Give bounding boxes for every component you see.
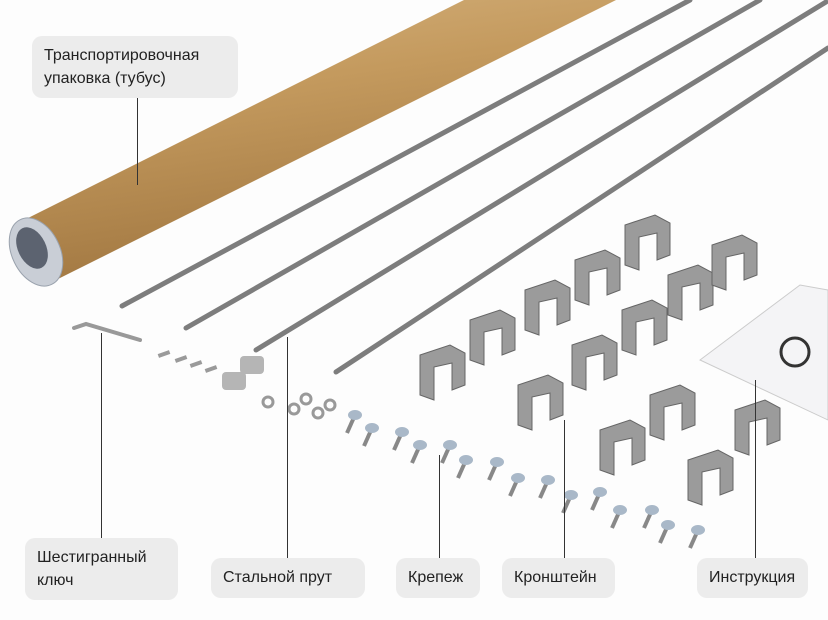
hex-key-leader-line [101, 333, 102, 538]
bracket-leader-line [564, 420, 565, 558]
bracket [621, 299, 668, 356]
instruction-leader-line [755, 380, 756, 558]
hex-key [72, 321, 142, 342]
bracket [419, 344, 466, 401]
tube-label: Транспортировочная упаковка (тубус) [32, 36, 238, 98]
steel-rods [119, 0, 828, 375]
screw [362, 423, 379, 447]
fastener-leader-line [439, 455, 440, 558]
bracket [574, 249, 621, 306]
screw [538, 475, 555, 499]
bracket [667, 264, 714, 321]
bracket [524, 279, 571, 336]
screw [508, 473, 525, 497]
bracket [517, 374, 564, 431]
small-parts [157, 350, 337, 420]
screw [456, 455, 473, 479]
screw [590, 487, 607, 511]
bracket [687, 449, 734, 506]
screw [688, 525, 705, 549]
instruction-label: Инструкция [697, 558, 808, 598]
steel-rod-label: Стальной прут [211, 558, 365, 598]
screw [410, 440, 427, 464]
bracket [734, 399, 781, 456]
screw [658, 520, 675, 544]
screw [610, 505, 627, 529]
transport-tube [8, 0, 617, 287]
tube-leader-line [137, 93, 138, 185]
instruction-sheet [699, 284, 828, 421]
screw [440, 440, 457, 464]
screws [345, 410, 705, 549]
bracket [599, 419, 646, 476]
bracket [469, 309, 516, 366]
screw [345, 410, 362, 434]
screw [561, 490, 578, 514]
bracket [571, 334, 618, 391]
brackets [419, 214, 781, 506]
screw [642, 505, 659, 529]
bracket-label: Кронштейн [502, 558, 615, 598]
screw [392, 427, 409, 451]
bracket [624, 214, 671, 271]
rod-leader-line [287, 337, 288, 558]
screw [487, 457, 504, 481]
hex-key-label: Шестигранный ключ [25, 538, 178, 600]
bracket [711, 234, 758, 291]
bracket [649, 384, 696, 441]
fasteners-label: Крепеж [396, 558, 480, 598]
